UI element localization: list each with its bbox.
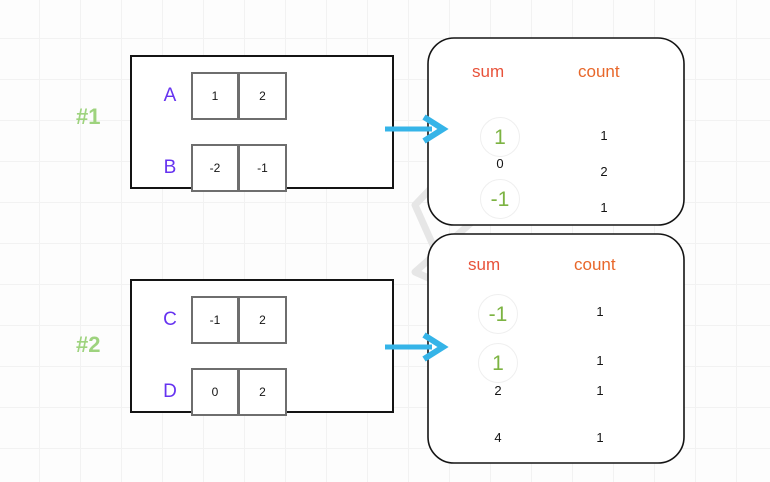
group-2-label: #2 [76,332,101,357]
matrix-b-label: B [163,157,177,178]
matrix-b-cell-1: -1 [239,144,287,192]
table-2-row-1-count: 1 [596,353,604,368]
group-1-label: #1 [76,104,101,129]
matrix-row-d: D 0 2 [149,368,287,416]
table-1-row-0-sum: 1 [480,117,520,157]
table-2-row-1-sum: 1 [478,343,518,383]
table-1-row-2-sum: -1 [480,179,520,219]
matrix-row-a: A 1 2 [149,72,287,120]
group-2-matrices: C -1 2 D 0 2 [131,280,393,416]
matrix-d-cell-0: 0 [191,368,239,416]
matrix-d-cells: 0 2 [191,368,287,416]
table-1-row-1-sum: 0 [496,156,504,171]
table-1-count-header: count [578,62,620,81]
table-1-row-0-count: 1 [600,128,608,143]
group-2-to-table-2-arrow [385,332,449,362]
matrix-c-label: C [163,309,177,330]
group-1-to-table-1-arrow [385,114,449,144]
matrix-a-label: A [163,85,177,106]
matrix-a-cell-0: 1 [191,72,239,120]
table-1: sum count 1 1 0 2 -1 1 [428,38,684,225]
matrix-a-cell-1: 2 [239,72,287,120]
matrix-row-b: B -2 -1 [149,144,287,192]
matrix-b-cell-0: -2 [191,144,239,192]
matrix-d-label: D [163,381,177,402]
table-2-row-2-sum: 2 [494,383,502,398]
matrix-c-cell-1: 2 [239,296,287,344]
table-1-row-1-count: 2 [600,164,608,179]
table-2-sum-header: sum [468,255,501,274]
table-2-row-3-sum: 4 [494,430,502,445]
table-1-row-2-count: 1 [600,200,608,215]
matrix-row-c: C -1 2 [149,296,287,344]
table-1-sum-header: sum [472,62,505,81]
table-2-row-0-count: 1 [596,304,604,319]
table-2-row-0-sum: -1 [478,294,518,334]
table-2-row-3-count: 1 [596,430,604,445]
group-1-matrices: A 1 2 B -2 -1 [131,56,393,192]
table-2-count-header: count [574,255,616,274]
matrix-b-cells: -2 -1 [191,144,287,192]
matrix-c-cell-0: -1 [191,296,239,344]
matrix-a-cells: 1 2 [191,72,287,120]
matrix-c-cells: -1 2 [191,296,287,344]
table-2-row-2-count: 1 [596,383,604,398]
table-2: sum count -1 1 1 1 2 1 4 1 [428,234,684,463]
matrix-d-cell-1: 2 [239,368,287,416]
